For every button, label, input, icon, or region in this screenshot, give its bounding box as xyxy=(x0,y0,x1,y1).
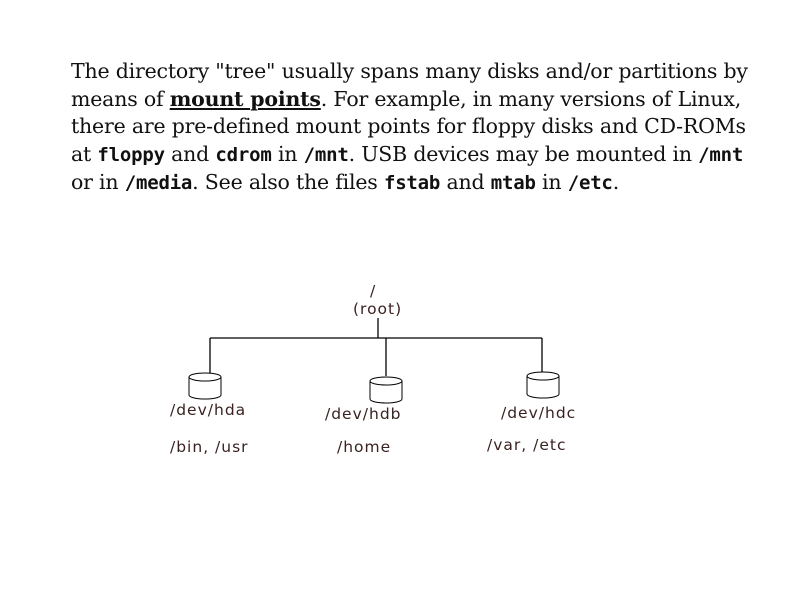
root-label: (root) xyxy=(353,300,403,318)
device-label-hdb: /dev/hdb xyxy=(325,405,402,423)
code-mnt: /mnt xyxy=(303,143,349,166)
code-floppy: floppy xyxy=(97,143,165,166)
mount-label-hda: /bin, /usr xyxy=(170,438,249,456)
device-label-hda: /dev/hda xyxy=(170,401,247,419)
text-segment: . xyxy=(612,170,620,194)
text-segment: in xyxy=(535,170,568,194)
code-media: /media xyxy=(124,172,193,194)
root-slash-label: / xyxy=(370,282,377,300)
disk-icon-hda xyxy=(188,372,222,400)
code-etc: /etc xyxy=(567,172,613,194)
device-label-hdc: /dev/hdc xyxy=(501,404,577,422)
code-cdrom: cdrom xyxy=(215,143,272,166)
text-segment: or in xyxy=(71,170,125,194)
text-segment: and xyxy=(164,141,216,166)
code-mtab: mtab xyxy=(490,172,536,194)
explanation-paragraph: The directory "tree" usually spans many … xyxy=(71,58,751,198)
text-segment: in xyxy=(271,141,304,166)
code-mnt-2: /mnt xyxy=(698,143,744,166)
text-segment: . See also the files xyxy=(192,170,384,194)
text-segment: The directory "tree" usually spans many … xyxy=(71,59,748,111)
mount-label-hdb: /home xyxy=(337,438,392,456)
disk-icon-hdb xyxy=(369,376,403,404)
code-fstab: fstab xyxy=(383,172,441,194)
text-segment: . USB devices may be mounted in xyxy=(348,141,699,166)
disk-icon-hdc xyxy=(526,371,560,399)
text-segment: . For example, in many versions of Linux… xyxy=(71,86,746,166)
keyword-mount-points: mount points xyxy=(169,86,321,111)
mount-label-hdc: /var, /etc xyxy=(487,436,567,454)
text-segment: and xyxy=(440,170,491,194)
